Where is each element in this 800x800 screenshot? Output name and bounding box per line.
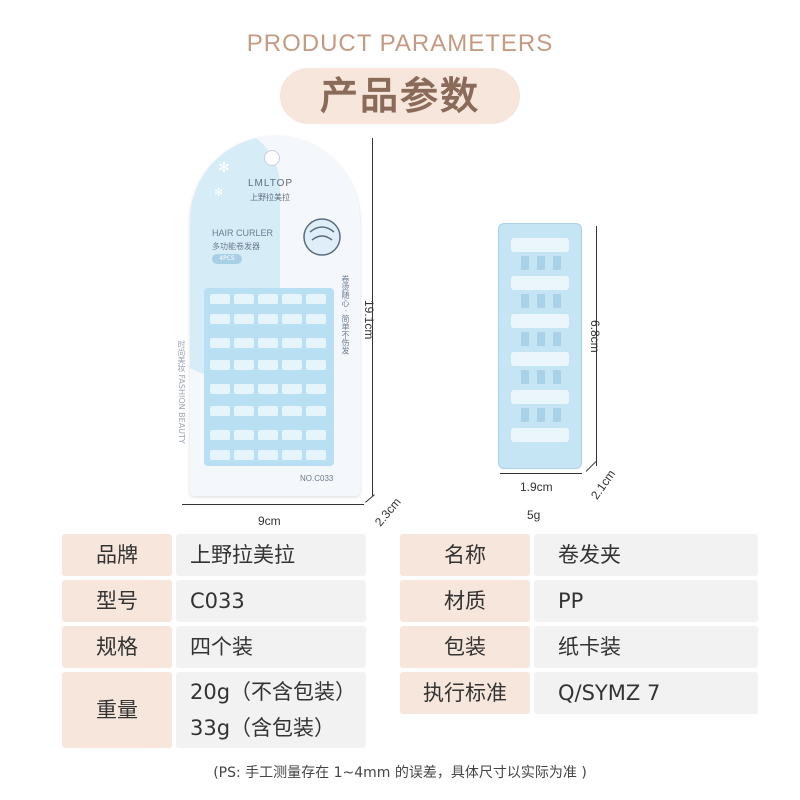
dimension-line: [372, 138, 373, 496]
package-depth-label: 2.3cm: [372, 494, 404, 529]
package-brand-en: LMLTOP: [248, 178, 294, 189]
package-height-label: 19.1cm: [362, 300, 376, 340]
single-curler-image: [498, 223, 582, 469]
curler-weight-label: 5g: [527, 508, 541, 522]
spec-value-weight-line2: 33g（含包装）: [190, 716, 336, 740]
spec-label-name: 名称: [400, 534, 530, 576]
curler-height-label: 6.8cm: [588, 320, 602, 353]
spec-value-model: C033: [176, 580, 366, 622]
spec-value-brand: 上野拉美拉: [176, 534, 366, 576]
spec-value-material: PP: [534, 580, 758, 622]
spec-value-name: 卷发夹: [534, 534, 758, 576]
spec-value-weight-line1: 20g（不含包装）: [190, 680, 357, 704]
package-brand-cn: 上野拉美拉: [250, 193, 290, 202]
package-product-cn: 多功能卷发器: [212, 242, 260, 251]
title-pill-background: [280, 68, 520, 124]
footnote: (PS: 手工测量存在 1~4mm 的误差，具体尺寸以实际为准 ): [213, 765, 587, 781]
hang-hole: [264, 150, 280, 166]
curler-grid-pattern: [210, 294, 326, 460]
package-count-badge: 4PCS: [212, 254, 242, 264]
spec-label-spec: 规格: [62, 626, 172, 668]
curler-width-label: 1.9cm: [520, 480, 553, 494]
package-side-text-right: 卷烫随心 · 简单不伤发: [341, 275, 350, 355]
flower-icon: ✻: [214, 186, 224, 199]
spec-label-weight: 重量: [62, 672, 172, 748]
spec-value-spec: 四个装: [176, 626, 366, 668]
spec-value-standard: Q/SYMZ 7: [534, 672, 758, 714]
dimension-line: [585, 461, 597, 472]
spec-value-packaging: 纸卡装: [534, 626, 758, 668]
dimension-line: [182, 504, 364, 505]
spec-label-material: 材质: [400, 580, 530, 622]
package-side-text-left: 时尚美妆 FASHION BEAUTY: [177, 340, 186, 444]
curler-depth-label: 2.1cm: [588, 467, 619, 503]
spec-label-standard: 执行标准: [400, 672, 530, 714]
spec-label-packaging: 包装: [400, 626, 530, 668]
package-width-label: 9cm: [258, 514, 281, 528]
title-chinese: 产品参数: [319, 74, 480, 118]
curler-ribs-pattern: [511, 238, 569, 442]
spec-label-brand: 品牌: [62, 534, 172, 576]
dimension-line: [596, 226, 597, 466]
dimension-line: [365, 494, 375, 503]
flower-icon: ✻: [218, 160, 230, 176]
curl-illustration-icon: [303, 218, 341, 256]
spec-value-weight: 20g（不含包装） 33g（含包装）: [176, 672, 366, 748]
package-model-label: NO.C033: [300, 474, 334, 483]
dimension-line: [500, 473, 582, 474]
spec-label-model: 型号: [62, 580, 172, 622]
title-english: PRODUCT PARAMETERS: [246, 30, 554, 57]
curler-pack-image: [204, 288, 334, 466]
package-product-en: HAIR CURLER: [212, 228, 274, 238]
